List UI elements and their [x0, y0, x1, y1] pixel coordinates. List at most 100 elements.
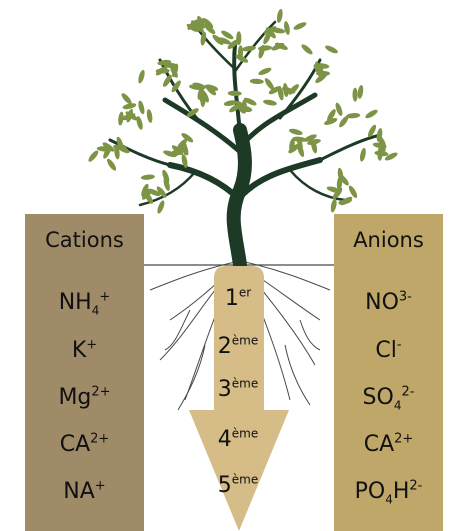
leaf: [103, 146, 112, 159]
leaf: [221, 30, 234, 40]
anion-sup: -: [396, 337, 402, 353]
cation-sub: 4: [91, 303, 100, 318]
cation-base: Mg: [58, 385, 92, 410]
leaf: [171, 145, 184, 156]
order-sup: ème: [231, 333, 259, 348]
cation-base: NH: [58, 290, 92, 315]
arrow-shape: [189, 266, 289, 531]
leaf: [192, 22, 204, 33]
leaf: [268, 86, 282, 95]
leaf: [146, 109, 153, 123]
order-num: 4: [217, 427, 232, 452]
anion-base: CA: [363, 432, 395, 457]
anion-sup: 3-: [398, 289, 412, 305]
leaf: [147, 188, 161, 197]
anions-panel: Anions NO3- Cl- SO42- CA2+ PO4H2-: [334, 214, 443, 531]
leaf: [229, 103, 242, 113]
cation-mg: Mg2+: [25, 385, 144, 410]
leaf: [107, 158, 117, 171]
leaf: [335, 102, 343, 116]
leaf: [144, 191, 154, 204]
anion-sub: 4: [385, 492, 393, 507]
leaf: [163, 177, 170, 191]
leaf: [157, 200, 165, 214]
leaf: [202, 18, 214, 29]
leaf: [367, 124, 377, 138]
leaf: [217, 37, 231, 45]
cation-base: CA: [59, 432, 91, 457]
order-num: 5: [217, 473, 232, 498]
leaf: [348, 185, 358, 198]
leaf: [116, 136, 124, 151]
order-sup: ème: [231, 472, 259, 487]
order-num: 3: [217, 377, 232, 402]
cation-na: NA+: [25, 479, 144, 504]
leaf: [315, 61, 322, 76]
order-4: 4ème: [208, 427, 268, 452]
cation-sup: +: [94, 478, 106, 494]
cation-base: NA: [63, 479, 95, 504]
leaf: [235, 54, 249, 63]
leaf: [303, 134, 317, 142]
leaf: [374, 150, 389, 157]
leaf: [181, 154, 188, 168]
anion-po4h: PO4H2-: [334, 479, 443, 507]
leaf: [121, 93, 132, 105]
leaf: [237, 105, 252, 113]
leaf: [200, 31, 207, 46]
leaf: [204, 24, 216, 35]
tree-leaves: [88, 8, 398, 214]
leaf: [258, 67, 272, 76]
leaf: [293, 22, 307, 30]
cation-base: K: [71, 338, 87, 363]
leaf: [258, 45, 272, 51]
anion-so4: SO42-: [334, 385, 443, 413]
order-2: 2ème: [208, 334, 268, 359]
leaf: [326, 186, 341, 193]
order-sup: ème: [231, 426, 259, 441]
leaf: [327, 109, 336, 122]
leaf: [138, 69, 145, 84]
leaf: [163, 150, 177, 158]
leaf: [324, 118, 338, 125]
leaf: [140, 174, 155, 180]
anion-no3: NO3-: [334, 290, 443, 315]
leaf: [242, 45, 256, 52]
order-sup: ème: [231, 376, 259, 391]
leaf: [141, 183, 149, 197]
cation-nh4: NH4+: [25, 289, 144, 318]
cation-sup: 2+: [90, 431, 110, 447]
leaf: [378, 136, 386, 151]
order-sup: er: [238, 285, 252, 300]
anion-base: Cl: [375, 338, 397, 363]
cation-sup: +: [99, 289, 111, 305]
leaf: [181, 142, 189, 156]
leaf: [346, 113, 361, 119]
cation-ca: CA2+: [25, 432, 144, 457]
leaf: [192, 82, 207, 90]
leaf: [357, 84, 364, 99]
leaf: [243, 97, 257, 106]
leaf: [212, 34, 224, 45]
leaf: [276, 8, 283, 23]
leaf: [197, 15, 206, 29]
cations-panel: Cations NH4+ K+ Mg2+ CA2+ NA+: [25, 214, 144, 531]
leaf: [365, 109, 378, 119]
leaf: [330, 198, 337, 213]
leaf: [288, 84, 299, 95]
leaf: [337, 167, 344, 182]
anion-base: NO: [365, 290, 399, 315]
leaf: [236, 31, 242, 46]
anion-base: PO: [354, 479, 386, 504]
leaf: [271, 42, 285, 51]
leaf: [186, 108, 199, 117]
leaf: [118, 111, 124, 126]
anion-cl: Cl-: [334, 338, 443, 363]
anion-sub: 4: [393, 398, 402, 413]
anion-h: H: [392, 479, 410, 504]
cation-k: K+: [25, 338, 144, 363]
leaf: [138, 100, 145, 115]
leaf: [292, 136, 307, 142]
